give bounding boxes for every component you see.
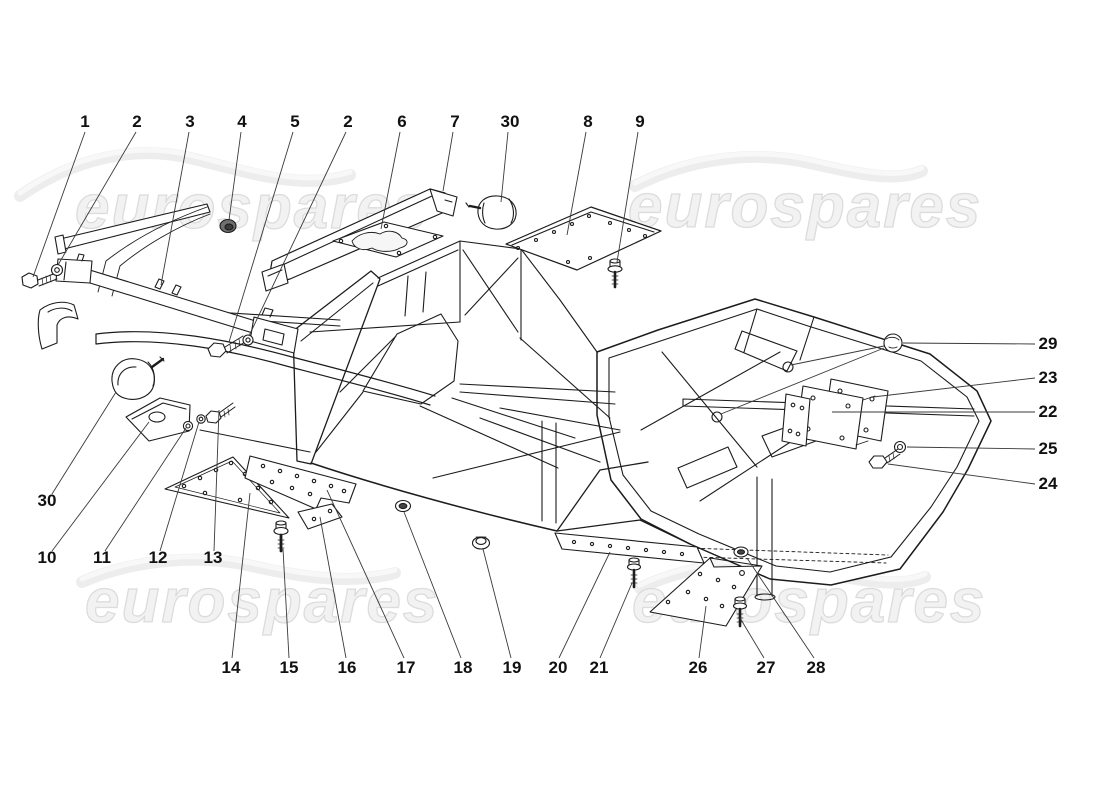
part-30-mount-top [465,195,517,230]
part-27-bolt [732,596,748,628]
part-9-bolt [607,258,623,289]
callout-label-23: 23 [1039,368,1058,387]
part-15-bolt [273,520,289,553]
part-18-grommet [394,499,412,513]
part-12-washer [196,414,206,424]
part-17-floor-panel [244,455,357,510]
leader-lines [32,131,1036,659]
part-13-bolt [205,402,236,424]
part-4-grommet [219,218,237,234]
callout-label-2-b: 2 [343,112,352,131]
rear-frame [541,298,992,601]
front-frame [37,203,436,406]
callout-label-22: 22 [1039,402,1058,421]
callout-label-19: 19 [503,658,522,677]
callout-label-11: 11 [93,548,111,567]
callout-label-8: 8 [583,112,592,131]
part-2-washer-b [242,334,254,346]
part-21-bolt [626,557,642,589]
callout-label-5: 5 [290,112,299,131]
watermark-text: eurospares [75,173,429,242]
eurospares-watermark-top-left: eurospares [14,147,429,243]
callout-label-14: 14 [222,658,241,677]
callout-label-30-top: 30 [501,112,520,131]
part-24-bolt [868,448,901,469]
part-5-bolt [207,335,246,358]
part-29-grommet [883,333,903,353]
callout-label-29: 29 [1039,334,1058,353]
callout-label-28: 28 [807,658,826,677]
part-10-bracket [125,397,191,442]
callout-label-10: 10 [38,548,57,567]
callout-labels: 1 2 3 4 5 2 6 7 30 8 9 29 23 22 25 24 30… [38,112,1058,677]
callout-label-25: 25 [1039,439,1058,458]
callout-label-30-left: 30 [38,491,57,510]
callout-label-1: 1 [80,112,89,131]
part-28-grommet [733,546,749,558]
chassis-frame-drawing [21,188,992,628]
callout-label-27: 27 [757,658,776,677]
part-14-floor-panel [164,456,290,519]
callout-label-4: 4 [237,112,247,131]
callout-label-24: 24 [1039,474,1058,493]
callout-label-18: 18 [454,658,473,677]
callout-label-16: 16 [338,658,357,677]
part-16-bracket [297,503,343,530]
watermark-text: eurospares [85,567,439,636]
callout-label-20: 20 [549,658,568,677]
eurospares-watermark-top-right: eurospares [627,150,982,242]
callout-label-9: 9 [635,112,644,131]
watermark-text: eurospares [628,172,982,241]
part-2-washer [50,263,64,277]
callout-label-3: 3 [185,112,194,131]
eurospares-watermark-bottom-left: eurospares [76,553,439,637]
callout-label-7: 7 [450,112,459,131]
callout-label-12: 12 [149,548,168,567]
part-8-panel [505,206,662,271]
frame-mounting-plate [781,393,811,447]
part-1-bolt [21,272,58,289]
part-6-plate [332,221,444,258]
callout-label-13: 13 [204,548,223,567]
part-30-mount-left [111,356,165,400]
part-19-nut [471,536,491,550]
callout-label-6: 6 [397,112,406,131]
callout-label-2-a: 2 [132,112,141,131]
callout-label-17: 17 [397,658,416,677]
part-26-bracket [649,557,763,627]
callout-label-21: 21 [590,658,609,677]
callout-label-26: 26 [689,658,708,677]
part-3-studs [154,278,182,296]
callout-label-15: 15 [280,658,299,677]
part-mount-bracket [249,307,299,354]
